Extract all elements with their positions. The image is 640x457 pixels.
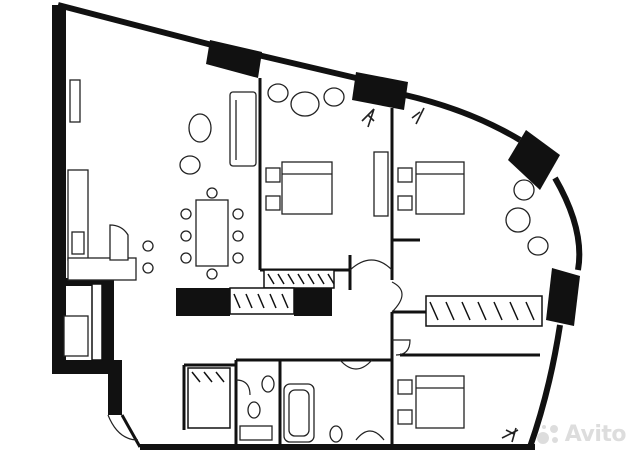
- bathroom-fixtures: [63, 315, 385, 443]
- bedroom-2-furniture: [373, 107, 549, 256]
- avito-logo-icon: [536, 425, 558, 444]
- bedroom-1-furniture: [265, 83, 375, 215]
- avito-watermark: Avito: [535, 421, 627, 447]
- living-furniture: [67, 79, 257, 281]
- columns: [52, 5, 580, 415]
- wardrobes: [91, 269, 543, 429]
- bedroom-3-furniture: [397, 375, 519, 443]
- doors: [107, 259, 411, 441]
- outer-walls: [55, 2, 583, 450]
- watermark-text: Avito: [564, 421, 627, 447]
